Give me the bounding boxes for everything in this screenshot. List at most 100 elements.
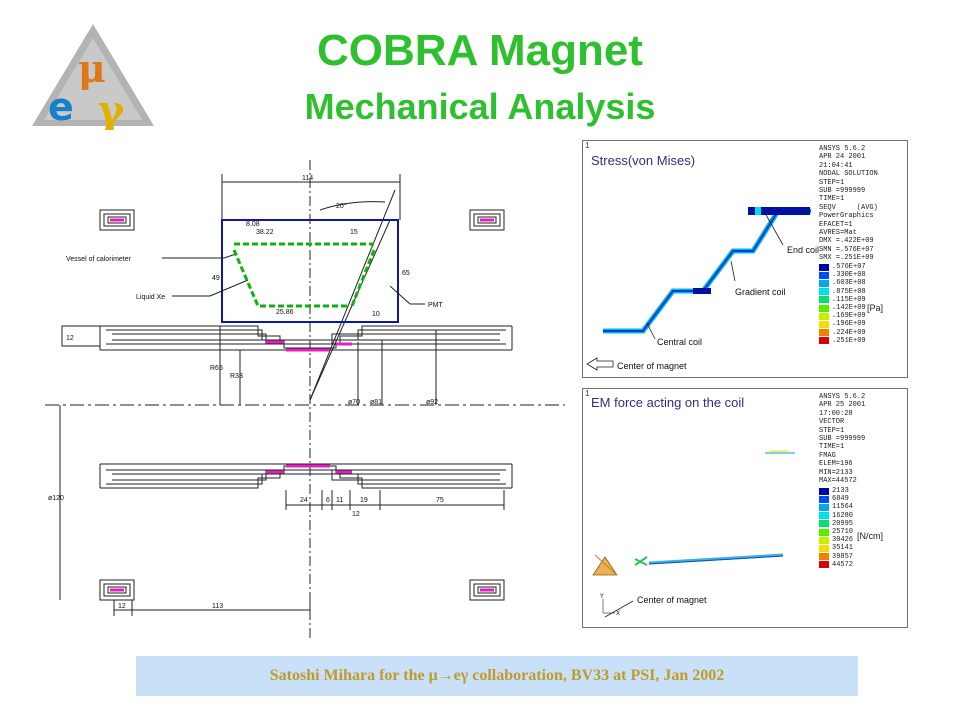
em-legend-row: 16280 [819, 512, 891, 520]
em-legend-value: 35141 [832, 544, 854, 553]
stress-legend-swatch [819, 337, 829, 345]
em-legend-swatch [819, 561, 829, 569]
stress-legend-swatch [819, 304, 829, 312]
dim-6: 6 [326, 497, 330, 504]
stress-panel-index: 1 [585, 141, 590, 150]
stress-legend-value: .115E+09 [832, 295, 866, 304]
em-axis-x-label: X [616, 610, 620, 617]
dim-r33: R33 [230, 373, 243, 380]
stress-legend-value: .169E+09 [832, 312, 866, 321]
stress-legend-row: .576E+07 [819, 263, 891, 271]
stress-legend-row: .142E+09 [819, 304, 891, 312]
stress-header-line: SUB =999999 [819, 187, 866, 196]
em-axis-y-label: Y [599, 593, 604, 600]
dim-65: 65 [402, 270, 410, 277]
dim-12-left: 12 [66, 335, 74, 342]
dim-24: 24 [300, 497, 308, 504]
dim-25-86: 25.86 [276, 309, 294, 316]
stress-legend-value: .875E+08 [832, 287, 866, 296]
meg-logo: μ e γ [32, 24, 154, 130]
stress-legend-swatch [819, 288, 829, 296]
stress-legend-swatch [819, 329, 829, 337]
stress-legend-value: .142E+09 [832, 304, 866, 313]
stress-header-line: APR 24 2001 [819, 153, 866, 162]
dim-113: 113 [212, 603, 223, 610]
dim-75: 75 [436, 497, 444, 504]
stress-header-line: TIME=1 [819, 195, 845, 204]
dim-12-coil: 12 [118, 603, 126, 610]
stress-legend-value: .224E+09 [832, 328, 866, 337]
dim-8-08: 8.08 [246, 221, 260, 228]
em-panel-title: EM force acting on the coil [591, 395, 745, 410]
em-header-line: SUB =999999 [819, 435, 866, 444]
stress-legend-row: .251E+09 [819, 337, 891, 345]
stress-legend-row: .330E+08 [819, 271, 891, 279]
em-force-plot-panel: 1 EM force acting on the coil ANSYS 5.6.… [582, 388, 908, 628]
em-center-label: Center of magnet [637, 595, 707, 605]
em-header-line: MIN=2133 [819, 468, 853, 477]
em-legend-value: 30426 [832, 536, 854, 545]
em-legend-value: 11564 [832, 503, 854, 512]
em-legend-value: 16280 [832, 511, 854, 520]
em-header-line: ANSYS 5.6.2 [819, 393, 866, 401]
stress-header-line: 21:04:41 [819, 161, 853, 170]
em-legend-value: 20995 [832, 519, 854, 528]
em-legend-row: 39857 [819, 553, 891, 561]
stress-header-line: AVRES=Mat [819, 229, 857, 238]
stress-header-line: EFACET=1 [819, 220, 853, 229]
em-header-line: MAX=44572 [819, 477, 857, 486]
em-header-line: APR 25 2001 [819, 401, 866, 410]
em-header-line: ELEM=196 [819, 460, 853, 469]
footer-text: Satoshi Mihara for the μ→eγ collaboratio… [269, 667, 725, 684]
stress-legend-value: .330E+08 [832, 271, 866, 280]
stress-legend-row: .115E+09 [819, 296, 891, 304]
end-coil-label: End coil [787, 245, 820, 255]
em-legend-row: 35141 [819, 544, 891, 552]
em-header-line: VECTOR [819, 418, 845, 427]
em-legend-value: 39857 [832, 552, 854, 561]
em-legend-swatch [819, 536, 829, 544]
dim-d81: ø81 [370, 399, 382, 406]
stress-header-line: SMX =.251E+09 [819, 254, 874, 263]
pmt-label: PMT [428, 302, 444, 309]
em-legend-swatch [819, 520, 829, 528]
stress-header-line: DMX =.422E+09 [819, 237, 874, 246]
em-legend-swatch [819, 528, 829, 536]
logo-mu-glyph: μ [78, 46, 106, 91]
dim-d92: ø92 [426, 399, 438, 406]
stress-unit-label: [Pa] [867, 303, 884, 313]
stress-legend-swatch [819, 263, 829, 271]
em-legend-row: 2133 [819, 487, 891, 495]
em-legend-swatch [819, 495, 829, 503]
liquid-xe-label: Liquid Xe [136, 294, 165, 301]
stress-header-line: ANSYS 5.6.2 [819, 145, 866, 153]
stress-legend-swatch [819, 279, 829, 287]
stress-legend-row: .224E+09 [819, 329, 891, 337]
em-legend-row: 25710 [819, 528, 891, 536]
stress-legend-row: .196E+09 [819, 320, 891, 328]
stress-legend-swatch [819, 271, 829, 279]
dim-11: 11 [336, 497, 343, 504]
em-panel-index: 1 [585, 389, 590, 398]
dim-d70: ø70 [348, 399, 360, 406]
em-legend-swatch [819, 553, 829, 561]
stress-legend-value: .603E+08 [832, 279, 866, 288]
logo-gamma-glyph: γ [98, 87, 125, 130]
stress-legend: .576E+07.330E+08.603E+08.875E+08.115E+09… [819, 263, 891, 345]
stress-center-label: Center of magnet [617, 361, 687, 371]
em-legend-row: 30426 [819, 536, 891, 544]
em-legend-row: 44572 [819, 561, 891, 569]
dim-38-22: 38.22 [256, 229, 274, 236]
dim-114: 114 [302, 175, 313, 182]
em-legend-value: 25710 [832, 528, 854, 537]
em-legend-swatch [819, 512, 829, 520]
stress-header-line: NODAL SOLUTION [819, 170, 878, 179]
magnet-cross-section-drawing: Vessel of calorimeter Liquid Xe PMT 114 … [45, 160, 565, 640]
em-unit-label: [N/cm] [857, 531, 883, 541]
stress-panel-title: Stress(von Mises) [591, 153, 696, 168]
stress-plot [586, 207, 811, 371]
dim-10: 10 [372, 311, 380, 318]
